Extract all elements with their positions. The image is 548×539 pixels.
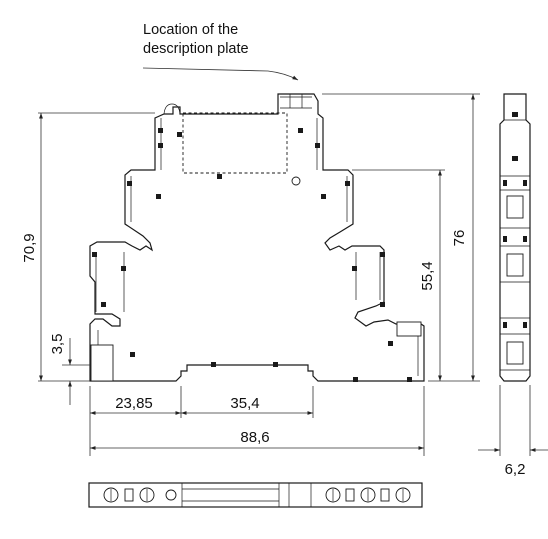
dim-label-right-height: 55,4 — [419, 261, 436, 290]
left-bump — [163, 103, 181, 115]
front-view-outline — [89, 93, 425, 382]
dim-label-first-offset: 23,85 — [115, 395, 153, 412]
dimensions-front: 70,9 3,5 23,85 35,4 88,6 55,4 76 — [21, 93, 480, 456]
annotation-leader — [142, 67, 299, 81]
dim-label-total-height: 76 — [451, 230, 468, 247]
bottom-right-clip — [396, 321, 422, 337]
bottom-screw-terminals — [103, 487, 411, 503]
side-view-outline — [499, 93, 531, 382]
dim-label-left-height: 70,9 — [21, 233, 38, 262]
led-indicator — [291, 176, 301, 186]
description-plate — [182, 112, 288, 174]
bottom-view-outline — [88, 482, 423, 508]
dim-label-overall-width: 88,6 — [240, 429, 269, 446]
dim-label-rail-height: 3,5 — [49, 334, 66, 355]
bottom-left-clip — [90, 344, 114, 382]
dim-label-second-offset: 35,4 — [230, 395, 259, 412]
annotation-line-2: description plate — [143, 41, 249, 57]
annotation-line-1: Location of the — [143, 22, 238, 38]
side-view — [499, 93, 531, 382]
terminal-marks — [92, 128, 412, 382]
bottom-view — [88, 482, 423, 508]
dimensions-side: 6,2 — [478, 385, 548, 478]
front-view — [89, 93, 425, 382]
top-latch — [280, 94, 312, 109]
dim-label-side-width: 6,2 — [505, 461, 526, 478]
